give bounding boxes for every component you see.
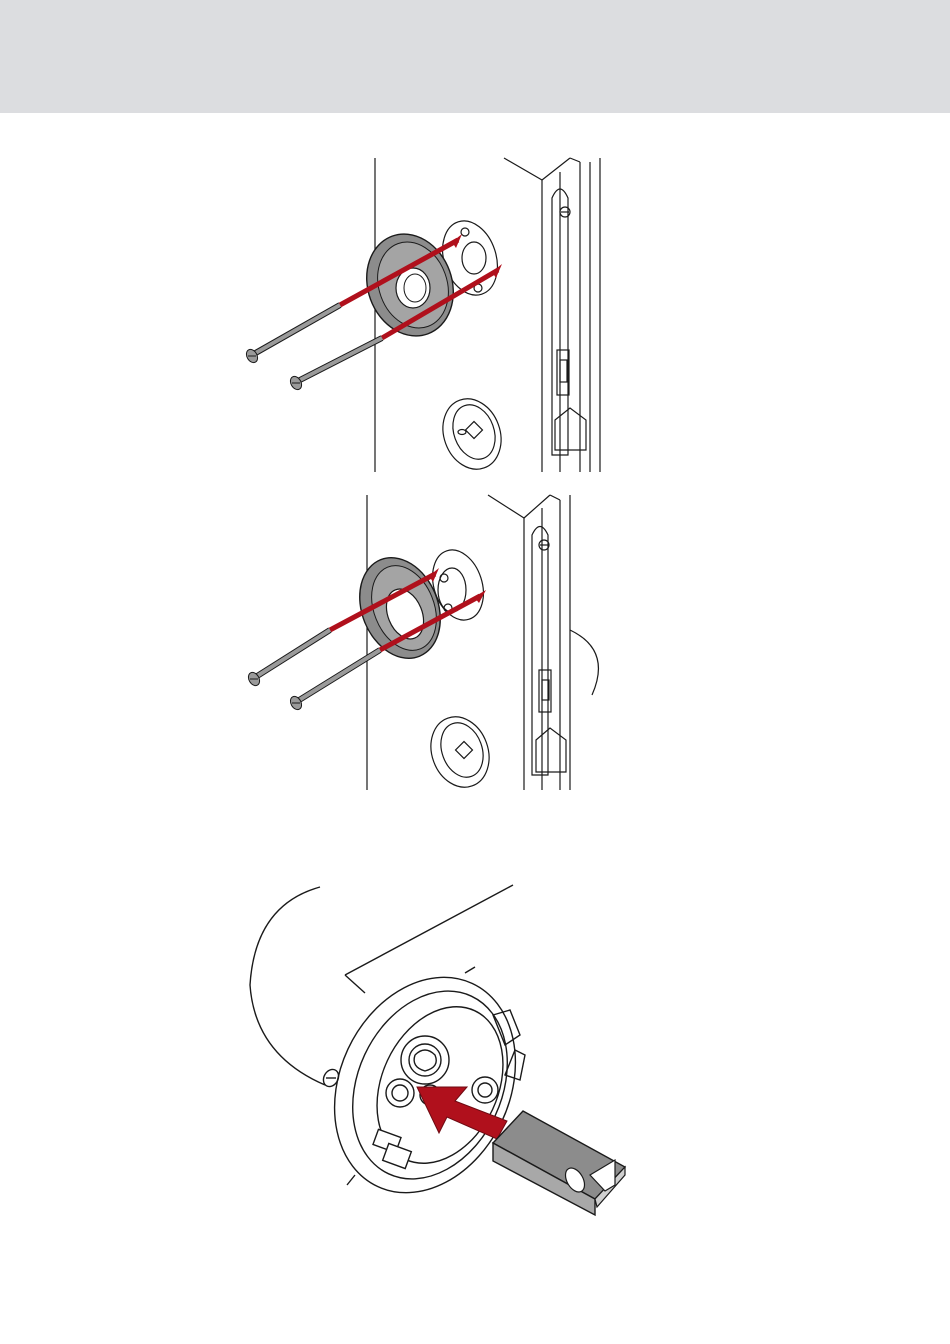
mounting-screw-icon [244, 305, 382, 392]
rosette-plate-icon [353, 222, 468, 348]
lock-case-icon [532, 527, 548, 776]
illustration-spindle-insertion [235, 875, 635, 1215]
escutcheon-icon [433, 391, 510, 478]
square-spindle-icon [493, 1111, 625, 1215]
illustration-rosette-mounting-1 [230, 150, 630, 480]
rosette-base-icon [301, 948, 550, 1223]
handle-icon [250, 887, 325, 1085]
illustration-svg-3 [235, 875, 635, 1215]
rosette-plate-icon [345, 546, 454, 671]
illustration-svg-1 [230, 150, 630, 480]
escutcheon-icon [421, 709, 498, 796]
header-band [0, 0, 950, 113]
illustration-rosette-mounting-2 [230, 490, 630, 795]
mounting-screw-icon [246, 630, 380, 712]
illustration-svg-2 [230, 490, 630, 795]
